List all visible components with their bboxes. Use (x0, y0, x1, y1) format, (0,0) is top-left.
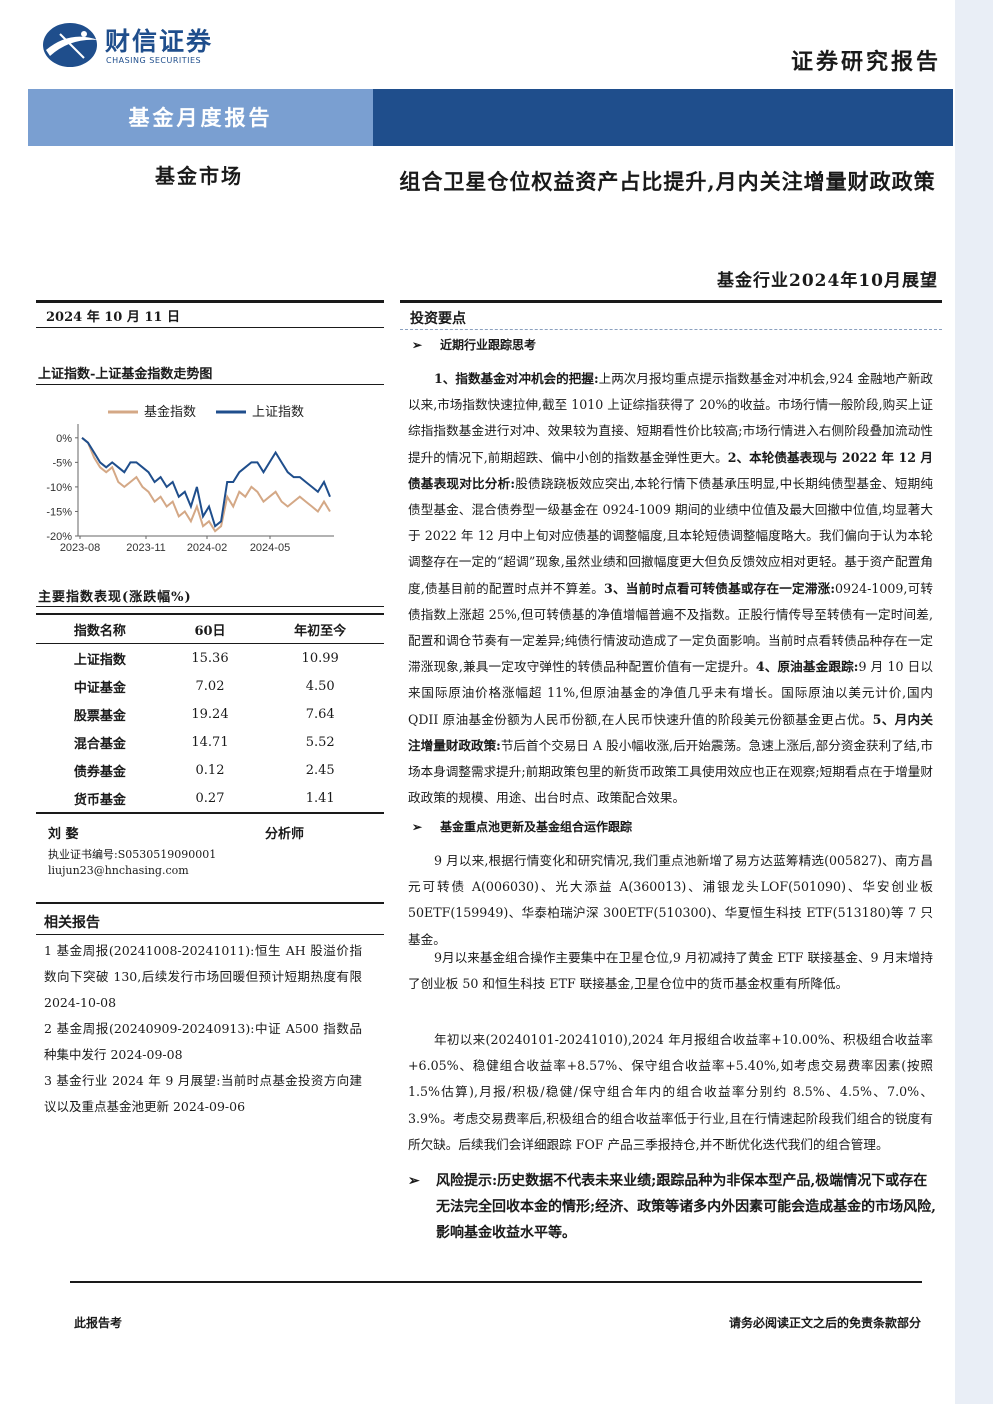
dashed-divider (400, 329, 942, 330)
header-band-light (28, 89, 373, 146)
highlight-heading: 3、当前时点看可转债基或存在一定滞涨: (604, 580, 836, 596)
series-line-0 (81, 437, 331, 533)
related-report-item[interactable]: 3 基金行业 2024 年 9 月展望:当前时点基金投资方向建议以及重点基金池更… (44, 1073, 362, 1114)
cell-ytd: 2.45 (305, 762, 335, 778)
table-row: 混合基金 14.71 5.52 (36, 728, 384, 756)
cell-60d: 19.24 (191, 706, 229, 722)
side-strip (955, 0, 993, 1404)
index-name: 混合基金 (73, 736, 126, 752)
analyst-email[interactable]: liujun23@hnchasing.com (48, 864, 189, 877)
table-row: 债券基金 0.12 2.45 (36, 756, 384, 784)
y-tick-label: -20% (46, 531, 72, 543)
x-tick-label: 2024-05 (250, 542, 290, 554)
section-bullet: ➢ 近期行业跟踪思考 (412, 336, 536, 353)
cell-60d: 15.36 (191, 650, 229, 666)
risk-warning: ➢ 风险提示:历史数据不代表未来业绩;跟踪品种为非保本型产品,极端情况下或存在无… (408, 1168, 938, 1246)
section-bullet: ➢ 基金重点池更新及基金组合运作跟踪 (412, 818, 632, 835)
highlight-heading: 1、指数基金对冲机会的把握: (434, 371, 599, 386)
series-line-1 (81, 437, 331, 528)
index-name: 中证基金 (73, 680, 126, 696)
y-tick-label: -15% (46, 506, 72, 518)
divider (36, 934, 384, 935)
brand-name-en: CHASING SECURITIES (106, 56, 202, 65)
doc-type-title: 证券研究报告 (790, 49, 941, 75)
cell-60d: 0.27 (163, 784, 257, 814)
x-tick-label: 2024-02 (187, 542, 227, 554)
legend-label: 基金指数 (144, 404, 196, 419)
legend-label: 上证指数 (252, 404, 304, 419)
table-row: 中证基金 7.02 4.50 (36, 672, 384, 700)
divider (400, 300, 942, 303)
divider (36, 606, 384, 607)
index-name: 债券基金 (73, 764, 126, 780)
arrow-bullet-icon: ➢ (412, 820, 423, 834)
table-row: 上证指数 15.36 10.99 (36, 644, 384, 673)
analyst-cert: 执业证书编号:S0530519090001 (48, 848, 217, 861)
analyst-name: 刘 婺 (48, 827, 79, 842)
table-row: 股票基金 19.24 7.64 (36, 700, 384, 728)
y-tick-label: -5% (52, 457, 72, 469)
divider (36, 902, 384, 904)
highlight-heading: 5、月内关注增量财政政策: (408, 711, 933, 753)
report-date: 2024 年 10 月 11 日 (36, 300, 384, 328)
paragraph-tracking: 1、指数基金对冲机会的把握:上两次月报均重点提示指数基金对冲机会,924 金融地… (408, 366, 933, 811)
y-tick-label: -10% (46, 482, 72, 494)
related-report-item[interactable]: 1 基金周报(20241008-20241011):恒生 AH 股溢价指数向下突… (44, 943, 362, 1010)
x-tick-label: 2023-11 (126, 542, 166, 554)
highlight-heading: 2、本轮债基表现与 2022 年 12 月债基表现对比分析: (408, 449, 933, 491)
paragraph-pool: 9 月以来,根据行情变化和研究情况,我们重点池新增了易方达蓝筹精选(005827… (408, 853, 933, 947)
perf-table: 指数名称 60日 年初至今 上证指数 15.36 10.99 中证基金 7.02 4.5… (36, 613, 384, 814)
footer-left: 此报告考 (74, 1316, 123, 1330)
cell-60d: 14.71 (191, 734, 229, 750)
cell-ytd: 5.52 (305, 734, 335, 750)
related-report-item[interactable]: 2 基金周报(20240909-20240913):中证 A500 指数品种集中… (44, 1021, 362, 1062)
paragraph-returns: 年初以来(20240101-20241010),2024 年月报组合收益率+10… (408, 1032, 933, 1152)
report-subtitle: 基金行业2024年10月展望 (717, 271, 938, 291)
risk-text: 风险提示:历史数据不代表未来业绩;跟踪品种为非保本型产品,极端情况下或存在无法完… (436, 1173, 937, 1241)
body-text: 0924-1009,可转债指数上涨超 25%,但可转债基的净值增幅普遍不及指数。… (408, 580, 933, 675)
body-text: 节后首个交易日 A 股小幅收涨,后开始震荡。急速上涨后,部分资金获利了结,市场本… (408, 737, 933, 806)
cell-60d: 7.02 (195, 678, 225, 694)
divider (36, 384, 384, 385)
cell-60d: 0.12 (195, 762, 225, 778)
footer-divider (70, 1281, 922, 1283)
highlight-heading: 4、原油基金跟踪: (755, 659, 859, 675)
footer-disclaimer: 请务必阅读正文之后的免责条款部分 (728, 1316, 921, 1330)
cell-ytd: 4.50 (305, 678, 335, 694)
x-tick-label: 2023-08 (60, 542, 100, 554)
index-name: 上证指数 (73, 652, 126, 668)
body-text: 9 月 10 日以来国际原油价格涨幅超 11%,但原油基金的净值几乎未有增长。国… (408, 659, 933, 727)
arrow-bullet-icon: ➢ (412, 338, 423, 352)
market-label: 基金市场 (155, 164, 243, 188)
index-name: 货币基金 (36, 784, 164, 814)
perf-table-title: 主要指数表现(涨跌幅%) (38, 590, 192, 605)
y-tick-label: 0% (56, 433, 72, 445)
paragraph-ops: 9月以来基金组合操作主要集中在卫星仓位,9 月初减持了黄金 ETF 联接基金、9… (408, 950, 933, 992)
col-header: 60日 (163, 613, 257, 644)
report-type-label: 基金月度报告 (128, 105, 273, 130)
body-text: 股债跷跷板效应突出,本轮行情下债基承压明显,中长期纯债型基金、短期纯债型基金、混… (408, 475, 933, 596)
chasing-logo-icon (43, 23, 98, 67)
section-title: 近期行业跟踪思考 (440, 338, 537, 352)
index-name: 股票基金 (73, 708, 126, 724)
perf-table-header: 指数名称 60日 年初至今 (36, 613, 384, 644)
arrow-bullet-icon: ➢ (408, 1173, 420, 1189)
index-trend-chart: 0% -5% -10% -15% -20%2023-08 2023-11 2024-02 20… (46, 404, 334, 554)
analyst-role: 分析师 (265, 827, 305, 842)
cell-ytd: 1.41 (256, 784, 384, 814)
cell-ytd: 10.99 (301, 650, 339, 666)
col-header: 年初至今 (256, 613, 384, 644)
brand-name-cn: 财信证券 (105, 27, 214, 56)
section-title: 基金重点池更新及基金组合运作跟踪 (440, 820, 633, 834)
cell-ytd: 7.64 (305, 706, 335, 722)
col-header: 指数名称 (36, 613, 164, 644)
report-title: 组合卫星仓位权益资产占比提升,月内关注增量财政政策 (399, 169, 936, 194)
chart-title: 上证指数-上证基金指数走势图 (38, 367, 213, 382)
related-reports-heading: 相关报告 (44, 915, 100, 931)
body-text: 上两次月报均重点提示指数基金对冲机会,924 金融地产新政以来,市场指数快速拉伸… (408, 371, 933, 465)
investment-heading: 投资要点 (410, 311, 466, 327)
